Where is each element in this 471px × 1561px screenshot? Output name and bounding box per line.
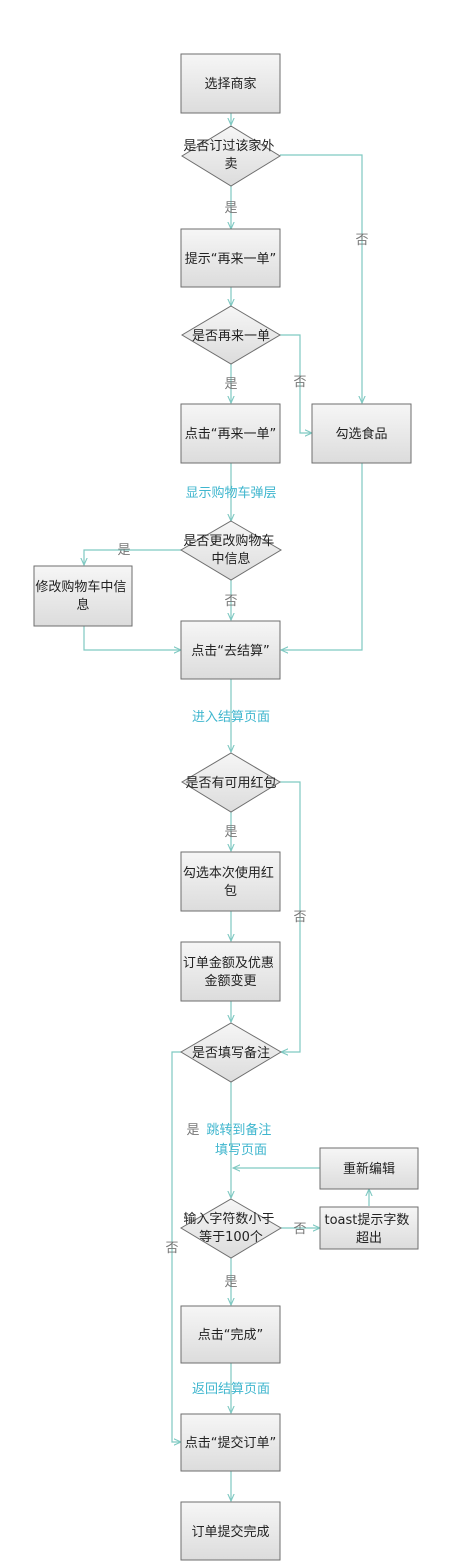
node-is-reorder: 是否再来一单 [181, 305, 281, 365]
label-yes-ordered: 是 [224, 201, 237, 216]
node-fill-note: 是否填写备注 [180, 1022, 282, 1083]
node-ordered-before-line2: 卖 [224, 157, 237, 172]
node-char-limit-line1: 输入字符数小于 [183, 1211, 274, 1227]
node-change-cart-line2: 中信息 [211, 551, 250, 567]
node-re-edit: 重新编辑 [319, 1147, 419, 1190]
node-prompt-reorder-label: 提示“再来一单” [185, 251, 276, 267]
node-click-submit-label: 点击“提交订单” [185, 1435, 276, 1451]
svg-text:toast提示字数 超出: toast提示字数 超出 [324, 1212, 413, 1246]
label-show-cart-layer: 显示购物车弹层 [185, 485, 276, 501]
node-select-merchant-label: 选择商家 [204, 76, 256, 92]
edge-selectfood-to-checkout [281, 463, 363, 650]
edge-note-to-submit-no [171, 1051, 181, 1442]
label-yes-changecart: 是 [117, 543, 130, 558]
node-click-reorder-label: 点击“再来一单” [185, 427, 276, 442]
svg-text:跳转到备注 填写页面: 跳转到备注 填写页面 [206, 1122, 275, 1158]
edge-changecart-to-modify-yes [84, 549, 181, 565]
svg-text:是否更改购物车 中信息: 是否更改购物车 中信息 [183, 533, 278, 567]
label-jump-note-line1: 跳转到备注 [206, 1122, 271, 1138]
svg-text:修改购物车中信 息: 修改购物车中信 息 [35, 579, 130, 613]
node-re-edit-label: 重新编辑 [343, 1161, 395, 1177]
node-select-food-label: 勾选食品 [335, 426, 387, 442]
label-no-ordered: 否 [355, 233, 368, 248]
node-click-done: 点击“完成” [180, 1305, 281, 1364]
label-jump-note-line2: 填写页面 [215, 1143, 267, 1158]
node-amount-change: 订单金额及优惠 金额变更 [180, 941, 281, 1002]
node-click-checkout: 点击“去结算” [180, 620, 281, 680]
node-modify-cart-line2: 息 [76, 597, 89, 613]
node-click-done-label: 点击“完成” [198, 1328, 263, 1343]
node-order-done-label: 订单提交完成 [191, 1524, 269, 1540]
svg-text:是否订过该家外 卖: 是否订过该家外 卖 [183, 138, 278, 172]
node-amount-change-line1: 订单金额及优惠 [183, 955, 274, 971]
label-yes-note: 是 [186, 1123, 199, 1138]
svg-text:输入字符数小于 等于100个: 输入字符数小于 等于100个 [183, 1211, 278, 1245]
svg-text:订单金额及优惠 金额变更: 订单金额及优惠 金额变更 [183, 955, 278, 989]
node-select-food: 勾选食品 [311, 403, 412, 464]
node-click-reorder: 点击“再来一单” [180, 403, 281, 464]
label-yes-reorder: 是 [224, 377, 237, 392]
node-amount-change-line2: 金额变更 [204, 973, 256, 989]
node-char-limit-line2: 等于100个 [199, 1229, 263, 1245]
node-click-submit: 点击“提交订单” [180, 1413, 281, 1472]
node-modify-cart-line1: 修改购物车中信 [35, 579, 126, 595]
svg-text:勾选本次使用红 包: 勾选本次使用红 包 [183, 865, 278, 899]
label-no-reorder: 否 [293, 375, 306, 390]
node-click-checkout-label: 点击“去结算” [191, 644, 269, 659]
node-change-cart: 是否更改购物车 中信息 [180, 520, 282, 581]
node-fill-note-label: 是否填写备注 [192, 1045, 270, 1061]
node-toast-line1: toast提示字数 [324, 1212, 409, 1228]
edge-modify-to-checkout [83, 626, 181, 650]
edges [84, 113, 369, 1501]
edge-isreorder-to-selectfood-no [280, 334, 312, 433]
node-ordered-before-line1: 是否订过该家外 [183, 138, 274, 154]
label-enter-checkout: 进入结算页面 [192, 710, 270, 725]
label-no-changecart: 否 [224, 594, 237, 609]
node-prompt-reorder: 提示“再来一单” [180, 228, 281, 288]
node-is-reorder-label: 是否再来一单 [192, 329, 270, 344]
label-yes-redpacket: 是 [224, 825, 237, 840]
node-toast: toast提示字数 超出 [319, 1206, 419, 1250]
node-modify-cart: 修改购物车中信 息 [33, 565, 133, 627]
node-has-redpacket: 是否有可用红包 [181, 752, 281, 813]
label-no-charlimit: 否 [293, 1222, 306, 1237]
edge-redpacket-to-note-no [280, 781, 301, 1052]
edge-ordered-to-selectfood-no [280, 154, 362, 403]
label-back-checkout: 返回结算页面 [192, 1382, 270, 1397]
node-use-redpacket-line2: 包 [224, 884, 237, 899]
node-change-cart-line1: 是否更改购物车 [183, 533, 274, 549]
node-has-redpacket-label: 是否有可用红包 [185, 775, 276, 791]
node-use-redpacket-line1: 勾选本次使用红 [183, 865, 274, 881]
node-select-merchant: 选择商家 [180, 53, 281, 114]
node-use-redpacket: 勾选本次使用红 包 [180, 851, 281, 912]
node-order-done: 订单提交完成 [180, 1501, 281, 1561]
node-toast-line2: 超出 [356, 1231, 382, 1246]
label-yes-charlimit: 是 [224, 1275, 237, 1290]
node-char-limit: 输入字符数小于 等于100个 [180, 1198, 282, 1259]
node-ordered-before: 是否订过该家外 卖 [181, 125, 281, 187]
label-no-note: 否 [165, 1241, 178, 1256]
label-no-redpacket: 否 [293, 910, 306, 925]
edge-labels: 是 否 是 否 显示购物车弹层 是 否 进入结算页面 是 否 是 跳转到备注 填… [117, 201, 368, 1397]
